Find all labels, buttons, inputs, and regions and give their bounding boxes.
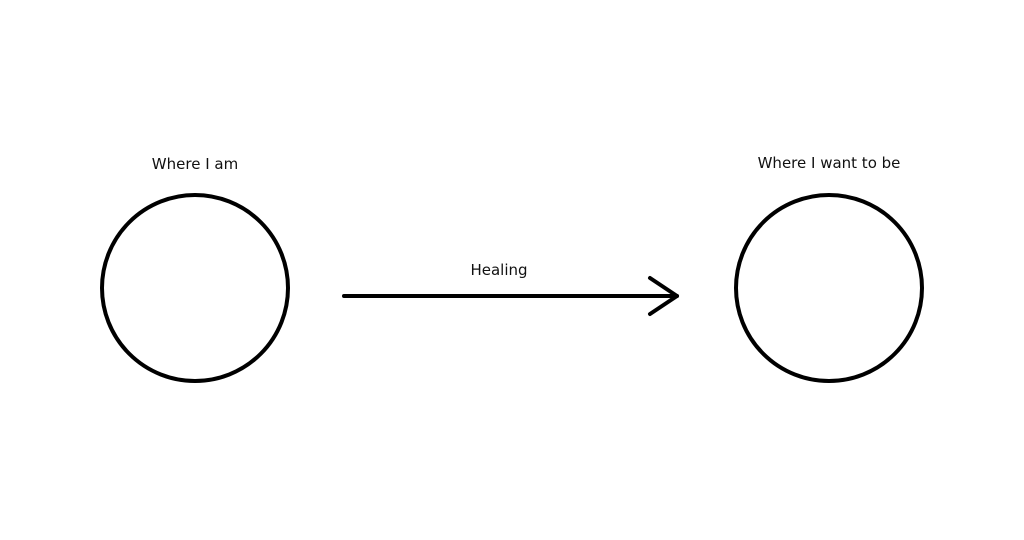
start-node-circle (100, 193, 290, 383)
start-node-label: Where I am (151, 155, 239, 173)
end-node-label: Where I want to be (757, 154, 901, 172)
connector-arrow-head (648, 276, 679, 316)
connector-label: Healing (470, 261, 528, 279)
end-node-circle (734, 193, 924, 383)
